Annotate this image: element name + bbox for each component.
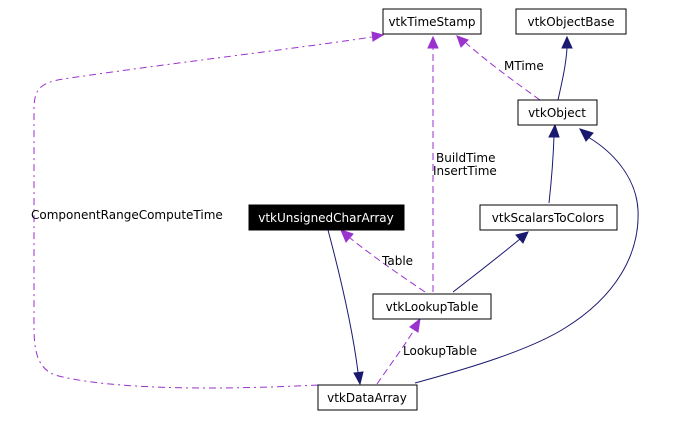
edge-dataarray-to-timestamp bbox=[33, 36, 373, 389]
edge-label-componentrangecomputetime: ComponentRangeComputeTime bbox=[31, 208, 223, 222]
edge-object-to-objectbase bbox=[557, 47, 568, 101]
node-vtkdataarray[interactable]: vtkDataArray bbox=[317, 384, 418, 411]
node-label-vtkdataarray: vtkDataArray bbox=[327, 391, 407, 405]
node-label-vtkobjectbase: vtkObjectBase bbox=[527, 15, 614, 29]
edge-object-to-timestamp bbox=[465, 42, 541, 101]
edge-lookuptable-to-unsignedchararray bbox=[349, 237, 426, 293]
edge-label-lookuptable: LookupTable bbox=[403, 344, 477, 358]
edge-unsignedchararray-to-dataarray bbox=[327, 229, 359, 373]
edge-dataarray-to-object bbox=[414, 136, 639, 384]
node-label-vtkobject: vtkObject bbox=[528, 106, 586, 120]
arrowhead-timestamp-buildtime bbox=[427, 35, 439, 49]
edge-label-mtime: MTime bbox=[504, 59, 544, 73]
node-vtkobject[interactable]: vtkObject bbox=[517, 99, 598, 126]
arrowhead-object-from-dataarray bbox=[579, 128, 594, 142]
edge-lookuptable-to-scalarstocolors bbox=[452, 238, 521, 293]
node-vtkobjectbase[interactable]: vtkObjectBase bbox=[515, 8, 627, 35]
arrowhead-timestamp-mtime bbox=[456, 35, 469, 48]
node-label-vtktimestamp: vtkTimeStamp bbox=[388, 15, 475, 29]
arrowhead-unsignedchararray bbox=[340, 229, 354, 243]
node-vtklookuptable[interactable]: vtkLookupTable bbox=[372, 293, 492, 320]
node-vtkunsignedchararray[interactable]: vtkUnsignedCharArray bbox=[248, 204, 405, 231]
edge-label-inserttime: InsertTime bbox=[433, 164, 497, 178]
arrowhead-dataarray-from-uca bbox=[353, 371, 364, 386]
edge-label-table: Table bbox=[381, 254, 413, 268]
arrowhead-object-from-scalars bbox=[548, 123, 560, 138]
node-vtkscalarstocolors[interactable]: vtkScalarsToColors bbox=[479, 204, 618, 231]
node-label-vtkunsignedchararray: vtkUnsignedCharArray bbox=[258, 211, 394, 225]
arrowhead-lookuptable bbox=[409, 317, 421, 333]
node-vtktimestamp[interactable]: vtkTimeStamp bbox=[382, 8, 482, 35]
arrowhead-timestamp-componentrange bbox=[371, 31, 385, 42]
edge-scalarstocolors-to-object bbox=[548, 135, 555, 204]
node-label-vtklookuptable: vtkLookupTable bbox=[386, 300, 479, 314]
arrowhead-scalarstocolors bbox=[515, 231, 529, 244]
arrowhead-objectbase bbox=[561, 35, 573, 49]
edge-label-buildtime: BuildTime bbox=[436, 151, 496, 165]
edge-dataarray-to-lookuptable bbox=[376, 329, 415, 385]
node-label-vtkscalarstocolors: vtkScalarsToColors bbox=[492, 211, 604, 225]
